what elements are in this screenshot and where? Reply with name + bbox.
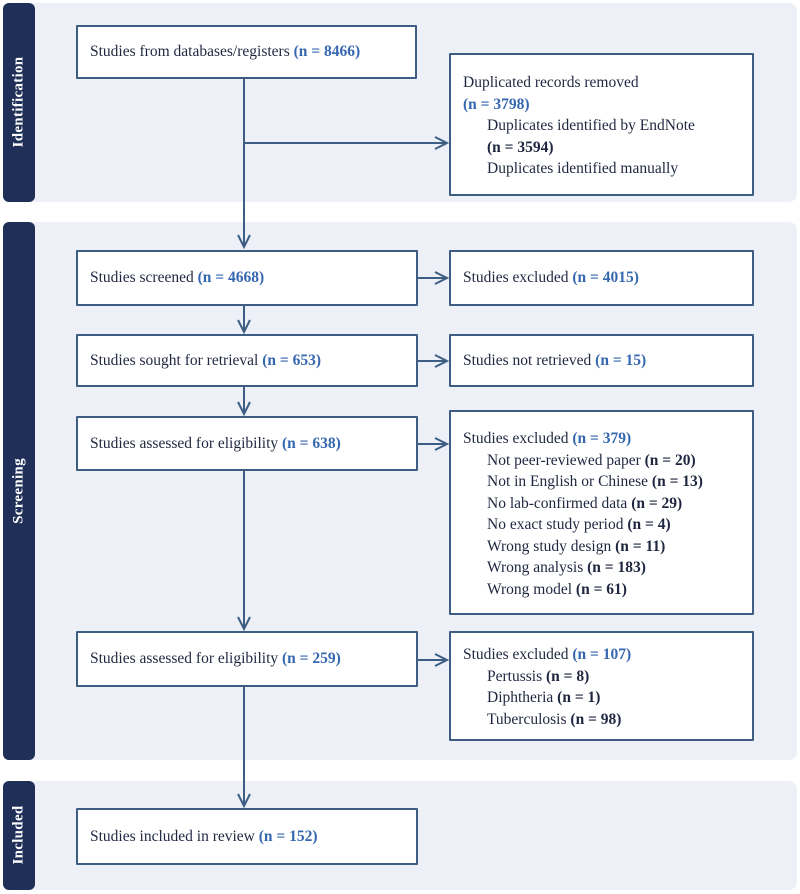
assessed-eligibility-box-2: Studies assessed for eligibility (n = 25… xyxy=(76,631,418,687)
exclusion-reason: Tuberculosis (n = 98) xyxy=(463,709,752,731)
duplicates-label: Duplicated records removed xyxy=(463,74,639,91)
databases-label: Studies from databases/registers xyxy=(90,43,294,61)
excluded-eligibility-1-count: (n = 379) xyxy=(572,430,632,447)
reason-count: (n = 98) xyxy=(570,710,622,728)
screened-count: (n = 4668) xyxy=(197,269,265,287)
reason-label: Not in English or Chinese xyxy=(487,473,652,490)
exclusion-reason: Not peer-reviewed paper (n = 20) xyxy=(463,450,752,472)
exclusion-reason: Wrong study design (n = 11) xyxy=(463,536,752,558)
assessed-1-count: (n = 638) xyxy=(282,434,341,452)
assessed-eligibility-box-1: Studies assessed for eligibility (n = 63… xyxy=(76,416,418,471)
exclusion-reason: Pertussis (n = 8) xyxy=(463,666,752,688)
excluded-eligibility-2-count: (n = 107) xyxy=(572,646,632,663)
reason-label: Not peer-reviewed paper xyxy=(487,451,645,469)
not-retrieved-box: Studies not retrieved (n = 15) xyxy=(449,334,754,387)
assessed-2-label: Studies assessed for eligibility xyxy=(90,650,283,668)
screening-label: Screening xyxy=(10,458,27,524)
reason-label: Wrong analysis xyxy=(487,559,588,576)
screened-label: Studies screened xyxy=(90,269,198,287)
excluded-eligibility-box-1: Studies excluded (n = 379) Not peer-revi… xyxy=(449,410,754,615)
sought-count: (n = 653) xyxy=(262,351,321,369)
included-review-box: Studies included in review (n = 152) xyxy=(76,808,418,865)
duplicates-endnote-label: Duplicates identified by EndNote xyxy=(487,117,695,134)
included-review-count: (n = 152) xyxy=(258,827,318,845)
databases-count: (n = 8466) xyxy=(293,43,361,61)
reason-count: (n = 61) xyxy=(575,580,627,598)
screening-tab xyxy=(3,222,35,760)
reason-count: (n = 8) xyxy=(546,667,590,685)
excluded-screening-count: (n = 4015) xyxy=(572,269,639,287)
screened-box: Studies screened (n = 4668) xyxy=(76,250,418,306)
databases-box: Studies from databases/registers (n = 84… xyxy=(76,25,417,79)
duplicates-count: (n = 3798) xyxy=(463,95,530,113)
included-tab xyxy=(3,781,35,890)
identification-tab xyxy=(3,3,35,202)
reason-count: (n = 13) xyxy=(651,473,703,490)
exclusion-reason: No exact study period (n = 4) xyxy=(463,514,752,536)
included-label: Included xyxy=(10,805,27,865)
reason-count: (n = 20) xyxy=(644,451,696,469)
reason-count: (n = 4) xyxy=(627,516,671,533)
exclusion-reason: Diphtheria (n = 1) xyxy=(463,687,752,709)
reason-count: (n = 29) xyxy=(631,494,683,512)
reason-label: Wrong model xyxy=(487,580,576,598)
reason-label: Diphtheria xyxy=(487,689,558,706)
sought-label: Studies sought for retrieval xyxy=(90,351,263,369)
excluded-eligibility-box-2: Studies excluded (n = 107) Pertussis (n … xyxy=(449,631,754,741)
duplicates-box: Duplicated records removed (n = 3798) Du… xyxy=(449,53,754,196)
excluded-eligibility-1-label: Studies excluded xyxy=(463,430,573,447)
exclusion-reason: Wrong model (n = 61) xyxy=(463,579,752,601)
identification-label: Identification xyxy=(10,56,27,148)
assessed-2-count: (n = 259) xyxy=(282,650,341,668)
excluded-screening-label: Studies excluded xyxy=(463,269,573,287)
reason-count: (n = 1) xyxy=(557,689,601,706)
reason-label: No lab-confirmed data xyxy=(487,494,632,512)
sought-box: Studies sought for retrieval (n = 653) xyxy=(76,334,418,387)
excluded-eligibility-2-label: Studies excluded xyxy=(463,646,573,663)
reason-label: No exact study period xyxy=(487,516,628,533)
duplicates-endnote-count: (n = 3594) xyxy=(487,138,554,156)
included-review-label: Studies included in review xyxy=(90,827,259,845)
exclusion-reason: Not in English or Chinese (n = 13) xyxy=(463,471,752,493)
not-retrieved-label: Studies not retrieved xyxy=(463,351,596,369)
reason-label: Pertussis xyxy=(487,667,546,685)
not-retrieved-count: (n = 15) xyxy=(595,351,647,369)
reason-label: Wrong study design xyxy=(487,537,616,555)
assessed-1-label: Studies assessed for eligibility xyxy=(90,434,283,452)
reason-count: (n = 11) xyxy=(615,537,666,555)
exclusion-reason: No lab-confirmed data (n = 29) xyxy=(463,493,752,515)
reason-count: (n = 183) xyxy=(587,559,646,576)
duplicates-manual-label: Duplicates identified manually xyxy=(487,160,679,177)
excluded-screening-box: Studies excluded (n = 4015) xyxy=(449,250,754,306)
exclusion-reason: Wrong analysis (n = 183) xyxy=(463,557,752,579)
reason-label: Tuberculosis xyxy=(487,710,571,728)
